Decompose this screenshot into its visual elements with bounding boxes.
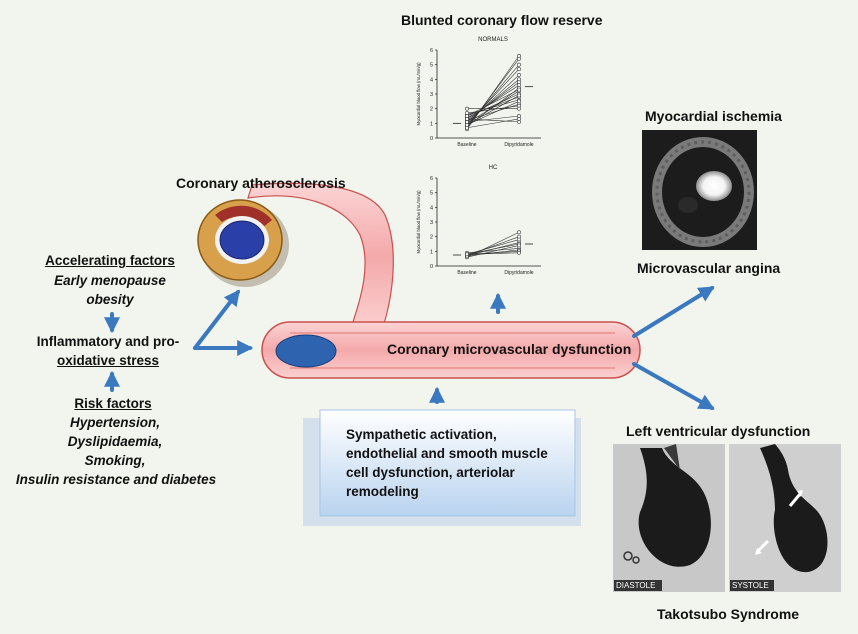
label-systole: SYSTOLE: [732, 581, 769, 590]
label-myocardial-ischemia: Myocardial ischemia: [645, 108, 782, 124]
y-tick-label: 1: [430, 249, 433, 255]
series-line: [466, 79, 520, 123]
arrow-to-angina: [632, 286, 715, 338]
y-tick-label: 4: [430, 77, 433, 83]
mechanisms-line: Sympathetic activation,: [346, 427, 497, 442]
series-line: [466, 118, 520, 123]
data-point: [517, 67, 521, 71]
x-tick-label: Dipyridamole: [504, 142, 533, 148]
inflammatory-stress-line1: Inflammatory and pro-: [36, 334, 180, 349]
data-point: [517, 56, 521, 61]
arrow-to-lv-dysfunction: [632, 362, 715, 410]
x-tick-label: Baseline: [457, 142, 476, 148]
data-point: [465, 114, 469, 118]
series-line: [466, 89, 520, 117]
y-tick-label: 4: [430, 205, 433, 211]
data-point: [517, 62, 521, 67]
accelerating-factor-item: Early menopause: [54, 273, 166, 288]
mechanisms-line: endothelial and smooth muscle: [346, 446, 548, 461]
risk-factors-heading: Risk factors: [74, 396, 152, 411]
y-tick-label: 6: [430, 48, 433, 54]
series-line: [466, 82, 520, 121]
atheroma-lumen: [219, 220, 265, 260]
chart-title: NORMALS: [478, 37, 508, 43]
series-line: [466, 252, 520, 255]
risk-factor-item: Dyslipidaemia,: [67, 434, 163, 449]
accelerating-factors-heading: Accelerating factors: [45, 253, 175, 268]
series-line: [466, 93, 520, 118]
label-diastole: DIASTOLE: [616, 581, 656, 590]
series-line: [466, 118, 520, 129]
risk-factor-item: Hypertension,: [69, 415, 161, 430]
y-axis-label: Myocardial blood flow (mL/min/g): [416, 190, 421, 254]
inflammatory-stress-line2: oxidative stress: [56, 353, 160, 368]
label-coronary-atherosclerosis: Coronary atherosclerosis: [176, 175, 346, 191]
mechanisms-box: [319, 409, 576, 517]
data-point: [517, 119, 521, 124]
mechanisms-line: cell dysfunction, arteriolar: [346, 465, 515, 480]
vessel-lumen: [275, 334, 337, 368]
label-microvascular-angina: Microvascular angina: [637, 260, 781, 276]
series-line: [466, 115, 520, 123]
risk-factor-item: Smoking,: [84, 453, 146, 468]
data-point: [465, 106, 469, 111]
series-line: [466, 95, 520, 126]
series-line: [466, 64, 520, 127]
ventriculogram-diastole: [613, 444, 725, 592]
y-tick-label: 1: [430, 121, 433, 127]
data-point: [517, 106, 521, 111]
y-tick-label: 3: [430, 220, 433, 226]
series-line: [466, 248, 520, 254]
data-point: [517, 73, 521, 77]
x-tick-label: Dipyridamole: [504, 270, 533, 276]
ventriculogram-systole: [729, 444, 841, 592]
x-tick-label: Baseline: [457, 270, 476, 276]
y-tick-label: 6: [430, 176, 433, 182]
mechanisms-line: remodeling: [346, 484, 419, 499]
y-tick-label: 0: [430, 264, 433, 270]
series-line: [466, 74, 520, 124]
series-line: [466, 55, 520, 130]
y-tick-label: 5: [430, 63, 433, 69]
y-tick-label: 5: [430, 191, 433, 197]
microvascular-vessel: [261, 321, 641, 379]
series-line: [466, 243, 520, 255]
series-line: [466, 245, 520, 258]
data-point: [465, 122, 469, 127]
series-line: [466, 231, 520, 258]
risk-factor-item: Insulin resistance and diabetes: [15, 472, 217, 487]
y-axis-label: Myocardial blood flow (mL/min/g): [416, 62, 421, 126]
chart-title: HC: [489, 165, 498, 171]
label-blunted-cfr: Blunted coronary flow reserve: [401, 12, 603, 28]
arrows: [104, 286, 715, 410]
data-point: [517, 87, 521, 92]
data-point: [465, 252, 469, 257]
y-tick-label: 2: [430, 235, 433, 241]
y-tick-label: 3: [430, 92, 433, 98]
data-point: [517, 230, 521, 235]
label-lv-dysfunction: Left ventricular dysfunction: [626, 423, 811, 439]
accelerating-factor-item: obesity: [86, 292, 134, 307]
cfr-chart-hc: HC Myocardial blood flow (mL/min/g) 0 1 2 3 4 5…: [416, 165, 541, 276]
y-tick-label: 0: [430, 136, 433, 142]
data-point: [517, 250, 521, 255]
perfusion-image: [642, 130, 757, 250]
data-point: [517, 93, 521, 98]
y-tick-label: 2: [430, 107, 433, 113]
cfr-chart-normals: NORMALS Myocardial blood flow (mL/min/g) 0…: [416, 37, 541, 148]
label-takotsubo: Takotsubo Syndrome: [657, 606, 800, 622]
arrow-to-atheroma: [193, 289, 240, 350]
label-coronary-microvascular-dysfunction: Coronary microvascular dysfunction: [387, 341, 632, 357]
